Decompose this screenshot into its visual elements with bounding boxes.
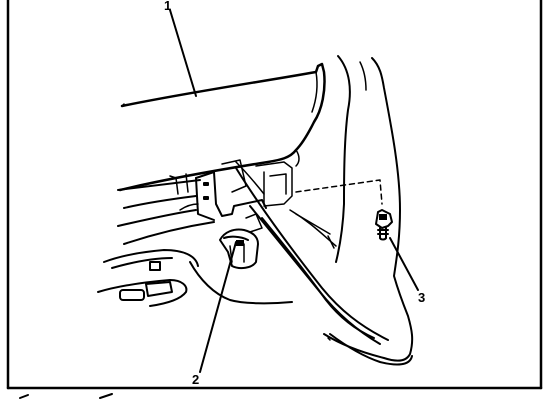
callout-2: 2	[192, 372, 199, 387]
floor-slot-small	[149, 261, 161, 271]
floor-slot-large	[119, 289, 145, 301]
leader-line-2	[199, 241, 237, 373]
bracket-hole-lower	[203, 196, 209, 200]
leader-line-1	[169, 9, 197, 97]
anchor-bolt-head	[236, 240, 244, 246]
callout-1: 1	[164, 0, 171, 13]
bolt	[375, 209, 393, 241]
bracket-hole-upper	[203, 182, 209, 186]
frame-cutoff-marks	[19, 393, 113, 399]
bolt-head-shade	[379, 214, 387, 220]
seat-cushion	[118, 62, 326, 192]
seat-track-rail	[235, 167, 413, 366]
leader-line-3	[389, 237, 419, 291]
seat-bracket	[195, 159, 293, 221]
floor-contours	[97, 173, 293, 307]
callout-3: 3	[418, 290, 425, 305]
bolt-alignment-line	[295, 179, 383, 205]
side-trim-panel	[323, 55, 414, 362]
rear-anchor-bracket	[219, 213, 263, 270]
